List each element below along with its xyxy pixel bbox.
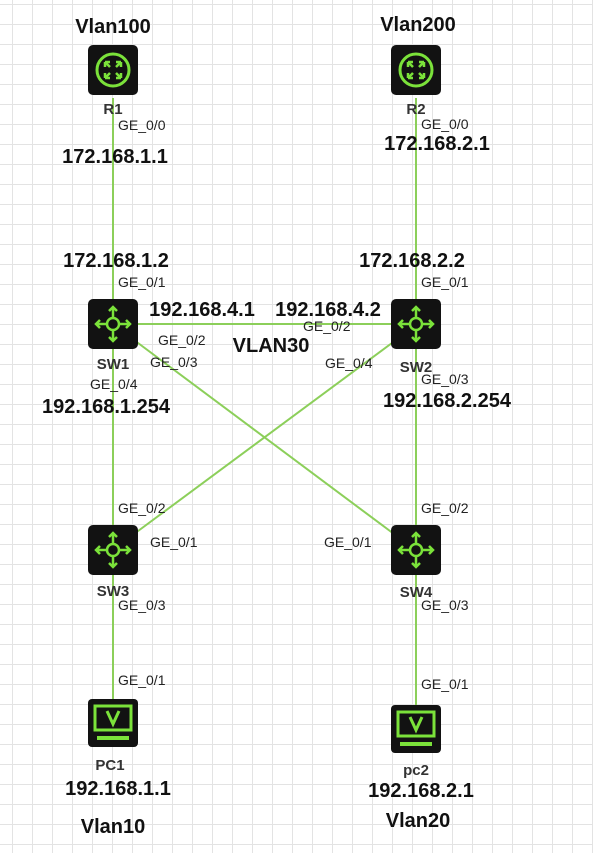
switch-sw2[interactable]	[391, 299, 441, 349]
device-label-pc1: PC1	[95, 757, 124, 774]
ip-sw1-downlink: 192.168.1.254	[42, 396, 171, 418]
pc-pc2[interactable]	[391, 705, 441, 753]
port-sw4-ge3: GE_0/3	[421, 597, 469, 613]
port-sw2-ge1: GE_0/1	[421, 274, 469, 290]
switch-icon	[397, 531, 435, 569]
port-sw2-ge3: GE_0/3	[421, 371, 469, 387]
switch-sw3[interactable]	[88, 525, 138, 575]
port-r2-ge0: GE_0/0	[421, 116, 469, 132]
switch-body	[391, 299, 441, 349]
port-sw1-ge3: GE_0/3	[150, 354, 198, 370]
device-label-sw4: SW4	[400, 584, 433, 601]
ip-sw1-uplink: 172.168.1.2	[63, 250, 169, 272]
pc-icon	[93, 704, 133, 740]
port-sw2-ge4: GE_0/4	[325, 355, 373, 371]
device-label-r2: R2	[406, 101, 425, 118]
port-r1-ge0: GE_0/0	[118, 117, 166, 133]
port-sw2-ge2: GE_0/2	[303, 318, 351, 334]
switch-body	[391, 525, 441, 575]
switch-body	[88, 525, 138, 575]
pc-pc1[interactable]	[88, 699, 138, 747]
router-r2[interactable]	[391, 45, 441, 95]
ip-pc2: 192.168.2.1	[368, 780, 474, 802]
device-label-sw3: SW3	[97, 583, 130, 600]
switch-icon	[397, 305, 435, 343]
ip-sw2-uplink: 172.168.2.2	[359, 250, 465, 272]
vlan-label-r1: Vlan100	[75, 16, 151, 38]
vlan-label-pc2: Vlan20	[386, 810, 450, 832]
ip-sw2-interlink: 192.168.4.2	[275, 299, 381, 321]
switch-icon	[94, 305, 132, 343]
device-label-sw1: SW1	[97, 356, 130, 373]
port-sw3-ge2: GE_0/2	[118, 500, 166, 516]
port-sw3-ge3: GE_0/3	[118, 597, 166, 613]
port-sw1-ge4: GE_0/4	[90, 376, 138, 392]
ip-r2: 172.168.2.1	[384, 133, 490, 155]
vlan-label-r2: Vlan200	[380, 14, 456, 36]
port-pc1-ge1: GE_0/1	[118, 672, 166, 688]
pc-icon	[396, 710, 436, 746]
switch-sw1[interactable]	[88, 299, 138, 349]
router-r1[interactable]	[88, 45, 138, 95]
ip-sw1-interlink: 192.168.4.1	[149, 299, 255, 321]
switch-icon	[94, 531, 132, 569]
router-body	[88, 45, 138, 95]
vlan-label-pc1: Vlan10	[81, 816, 145, 838]
port-sw1-ge1: GE_0/1	[118, 274, 166, 290]
link-sw2-sw3[interactable]	[133, 339, 397, 535]
port-sw4-ge2: GE_0/2	[421, 500, 469, 516]
router-body	[391, 45, 441, 95]
switch-body	[88, 299, 138, 349]
switch-sw4[interactable]	[391, 525, 441, 575]
ip-pc1: 192.168.1.1	[65, 778, 171, 800]
port-sw3-ge1: GE_0/1	[150, 534, 198, 550]
ip-r1: 172.168.1.1	[62, 146, 168, 168]
port-pc2-ge1: GE_0/1	[421, 676, 469, 692]
ip-sw2-downlink: 192.168.2.254	[383, 390, 512, 412]
vlan-label-middle: VLAN30	[233, 335, 310, 357]
device-label-r1: R1	[103, 101, 122, 118]
device-label-pc2: pc2	[403, 762, 429, 779]
device-label-sw2: SW2	[400, 359, 433, 376]
port-sw1-ge2: GE_0/2	[158, 332, 206, 348]
port-sw4-ge1: GE_0/1	[324, 534, 372, 550]
router-icon	[398, 52, 434, 88]
router-icon	[95, 52, 131, 88]
